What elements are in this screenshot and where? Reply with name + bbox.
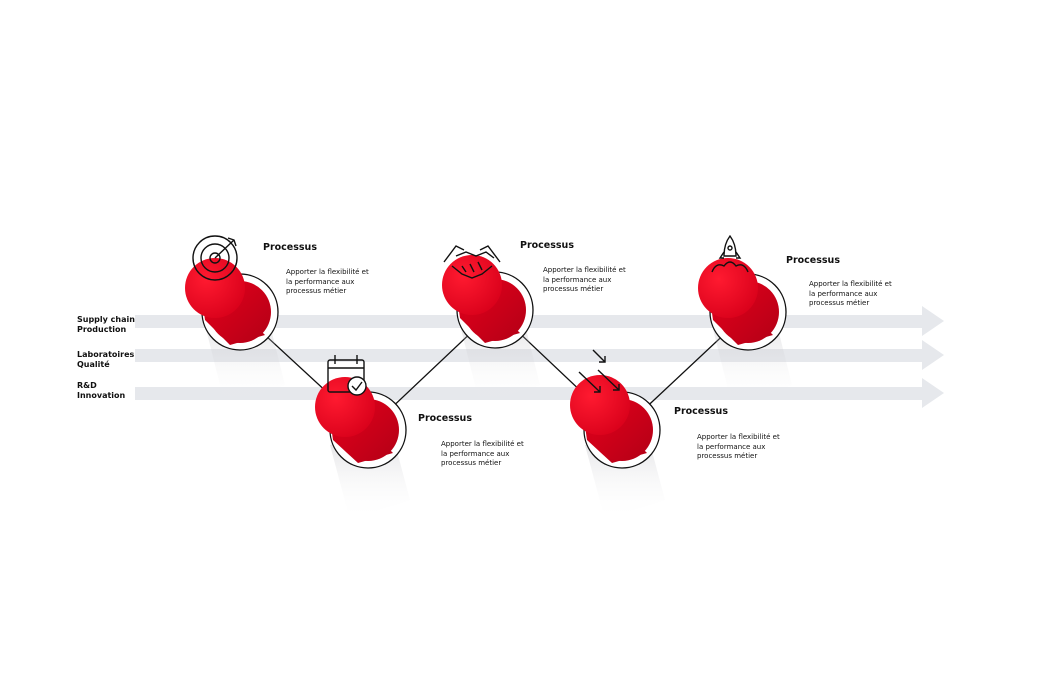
- process-step-1-pin: [185, 258, 285, 405]
- lane-label-line1: R&D: [77, 381, 97, 390]
- step-5-desc-line: processus métier: [809, 299, 870, 308]
- step-4-title: Processus: [674, 406, 728, 417]
- lane-label-laboratoires: Laboratoires Qualité: [77, 350, 134, 370]
- lane-label-rd: R&D Innovation: [77, 381, 125, 401]
- step-1-description: Apporter la flexibilité et la performanc…: [286, 268, 406, 297]
- step-1-desc-line: processus métier: [286, 287, 347, 296]
- step-4-desc-line: la performance aux: [697, 442, 766, 451]
- handshake-icon: [443, 245, 501, 279]
- step-2-description: Apporter la flexibilité et la performanc…: [441, 440, 561, 469]
- step-3-desc-line: processus métier: [543, 285, 604, 294]
- step-3-desc-line: la performance aux: [543, 275, 612, 284]
- process-step-4-pin: [570, 375, 665, 520]
- lane-label-line2: Qualité: [77, 360, 110, 369]
- lane-label-line1: Laboratoires: [77, 350, 135, 359]
- rocket-icon: [711, 234, 749, 273]
- lane-arrow-rd: [135, 378, 944, 408]
- step-5-desc-line: Apporter la flexibilité et: [809, 280, 892, 288]
- step-2-desc-line: la performance aux: [441, 449, 510, 458]
- target-icon: [192, 235, 238, 281]
- step-2-desc-line: processus métier: [441, 459, 502, 468]
- step-5-desc-line: la performance aux: [809, 289, 878, 298]
- process-step-5-pin: [698, 258, 792, 405]
- lane-arrow-laboratoires: [135, 340, 944, 370]
- process-step-3-pin: [442, 255, 540, 405]
- step-3-desc-line: Apporter la flexibilité et: [543, 266, 626, 274]
- step-4-desc-line: Apporter la flexibilité et: [697, 433, 780, 441]
- step-2-title: Processus: [418, 413, 472, 424]
- calendar-check-icon: [327, 355, 367, 396]
- arrows-icon: [578, 349, 620, 393]
- lane-label-line2: Production: [77, 325, 127, 334]
- step-2-desc-line: Apporter la flexibilité et: [441, 440, 524, 448]
- step-1-desc-line: la performance aux: [286, 277, 355, 286]
- lane-label-line1: Supply chain: [77, 315, 135, 324]
- step-1-desc-line: Apporter la flexibilité et: [286, 268, 369, 276]
- step-5-description: Apporter la flexibilité et la performanc…: [809, 280, 929, 309]
- lane-label-line2: Innovation: [77, 391, 126, 400]
- step-1-title: Processus: [263, 242, 317, 253]
- step-4-description: Apporter la flexibilité et la performanc…: [697, 433, 817, 462]
- step-3-description: Apporter la flexibilité et la performanc…: [543, 266, 663, 295]
- step-5-title: Processus: [786, 255, 840, 266]
- lane-label-supply-chain: Supply chain Production: [77, 315, 135, 335]
- step-4-desc-line: processus métier: [697, 452, 758, 461]
- step-3-title: Processus: [520, 240, 574, 251]
- lane-arrow-supply-chain: [135, 306, 944, 336]
